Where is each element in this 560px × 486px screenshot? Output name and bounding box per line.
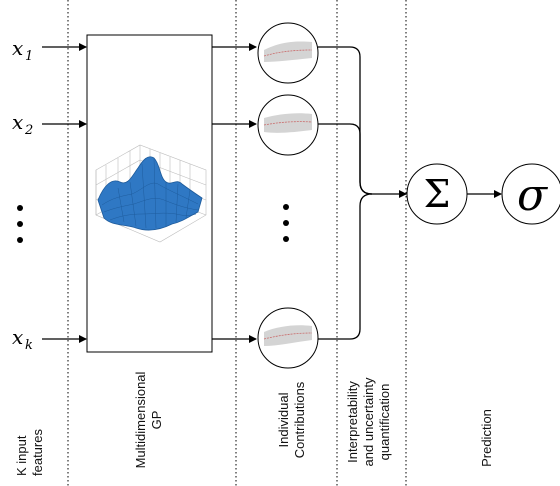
label-interpretability-line1: Interpretability	[345, 381, 360, 463]
input-xk-symbol: x	[12, 325, 23, 349]
sum-connectors	[318, 46, 407, 340]
label-interpretability-line3: quantification	[377, 384, 392, 461]
input-x1-symbol: x	[12, 36, 23, 60]
sigma-symbol: σ	[517, 170, 549, 221]
surface-plot-image	[95, 144, 207, 243]
gp-output-arrows	[212, 43, 257, 343]
label-interpretability-line2: and uncertainty	[361, 377, 376, 466]
input-x1: x 1	[12, 36, 33, 64]
contribution-circle-k	[257, 307, 319, 369]
label-prediction: Prediction	[479, 409, 494, 467]
input-x2: x 2	[12, 110, 33, 138]
input-x2-subscript: 2	[24, 123, 33, 138]
input-x1-subscript: 1	[25, 49, 33, 64]
connector-1	[318, 46, 373, 195]
label-input-features-line1: K input	[14, 435, 29, 476]
label-prediction-line1: Prediction	[479, 409, 494, 467]
label-input-features: K input features	[14, 429, 45, 476]
connector-2	[318, 123, 373, 195]
sum-symbol: Σ	[424, 172, 451, 216]
input-x2-symbol: x	[12, 110, 23, 134]
contribution-circle-2	[257, 94, 319, 156]
contribution-dots	[283, 204, 289, 242]
input-dots	[17, 205, 23, 243]
label-contributions-line2: Contributions	[292, 381, 307, 458]
label-gp-line1: Multidimensional	[133, 371, 148, 468]
contribution-circle-1	[257, 22, 319, 84]
label-gp: Multidimensional GP	[133, 371, 164, 468]
label-input-features-line2: features	[30, 429, 45, 476]
label-interpretability: Interpretability and uncertainty quantif…	[345, 377, 392, 466]
sigma-node: σ	[501, 163, 560, 225]
sum-node: Σ	[406, 163, 468, 225]
column-dividers	[67, 0, 407, 486]
input-arrows	[42, 43, 87, 343]
connector-k	[318, 193, 373, 340]
label-contributions: Individual Contributions	[276, 381, 307, 458]
input-xk-subscript: k	[25, 338, 33, 353]
label-gp-line2: GP	[149, 411, 164, 430]
label-contributions-line1: Individual	[276, 392, 291, 447]
input-xk: x k	[12, 325, 33, 353]
